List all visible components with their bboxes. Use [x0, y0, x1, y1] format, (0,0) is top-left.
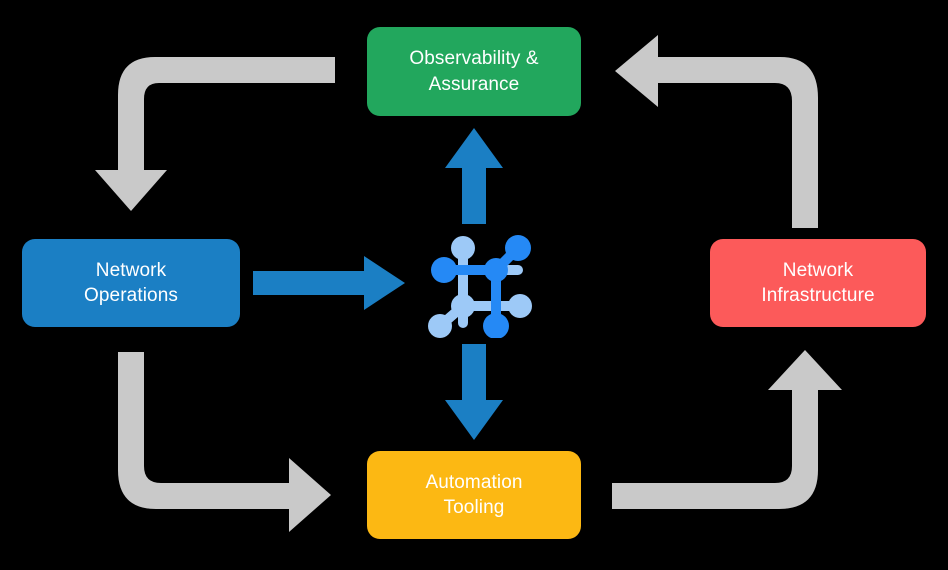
arrow-netops-to-automation [118, 352, 331, 532]
node-label-observability: Observability & Assurance [409, 48, 539, 95]
node-label-automation-tooling: Automation Tooling [425, 471, 523, 518]
arrow-netinfra-to-observability [615, 35, 818, 228]
node-label-network-operations: Network Operations [84, 259, 178, 306]
arrow-netops-to-center [253, 256, 405, 310]
network-mesh-icon [428, 235, 532, 338]
arrow-automation-to-netinfra [612, 350, 842, 509]
arrow-observability-to-netops [95, 57, 335, 211]
node-observability-assurance[interactable]: Observability & Assurance [367, 27, 581, 116]
mesh-nodes-primary [431, 235, 531, 338]
node-network-operations[interactable]: Network Operations [22, 239, 240, 327]
mesh-nodes-secondary [428, 236, 532, 338]
arrow-center-to-automation [445, 344, 503, 440]
node-label-network-infrastructure: Network Infrastructure [761, 259, 875, 306]
node-automation-tooling[interactable]: Automation Tooling [367, 451, 581, 539]
arrow-center-to-observability [445, 128, 503, 224]
node-network-infrastructure[interactable]: Network Infrastructure [710, 239, 926, 327]
